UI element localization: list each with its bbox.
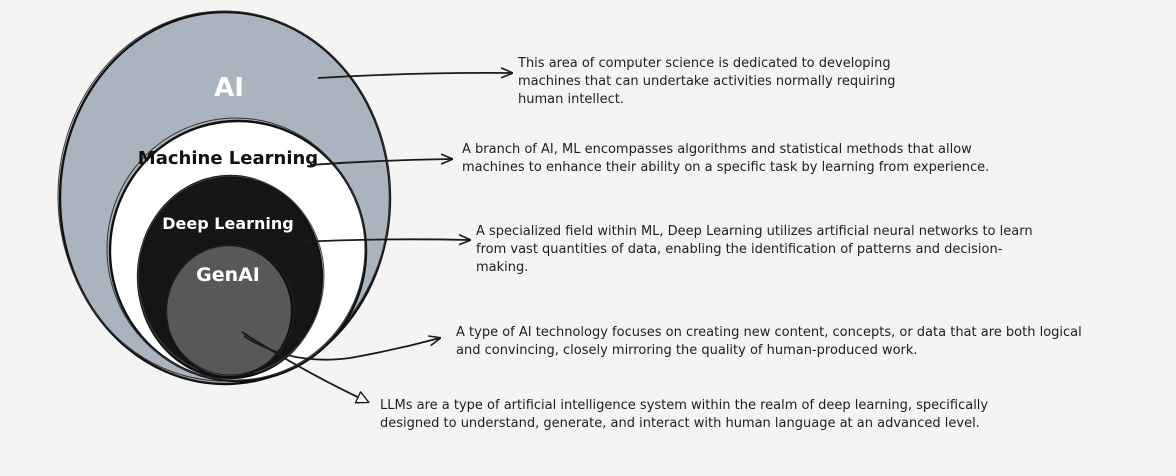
- deep-learning-circle-label: Deep Learning: [162, 214, 293, 233]
- machine-learning-arrow: [309, 159, 452, 166]
- llm-description: LLMs are a type of artificial intelligen…: [380, 398, 989, 431]
- genai-description: A type of AI technology focuses on creat…: [456, 325, 1082, 358]
- machine-learning-circle-label: Machine Learning: [138, 148, 318, 169]
- machine-learning-circle-sketch-outline: [106, 117, 366, 381]
- genai-circle-label: GenAI: [196, 264, 260, 286]
- deep-learning-arrow: [297, 239, 470, 242]
- genai-circle-sketch-outline: [165, 244, 295, 376]
- machine-learning-description: A branch of AI, ML encompasses algorithm…: [462, 142, 990, 175]
- deep-learning-description: A specialized field within ML, Deep Lear…: [476, 224, 1033, 275]
- ai-description: This area of computer science is dedicat…: [518, 56, 896, 107]
- ai-circle-label: AI: [214, 73, 244, 103]
- llm-arrow: [241, 331, 370, 404]
- ai-arrow: [317, 73, 512, 79]
